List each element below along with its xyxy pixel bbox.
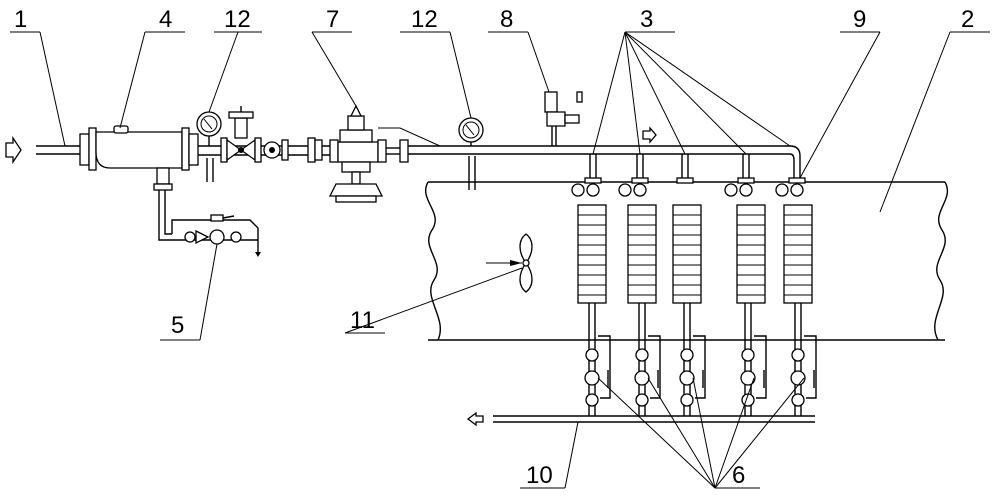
label-7: 7: [326, 6, 339, 33]
label-4: 4: [159, 6, 172, 33]
label-1: 1: [14, 6, 27, 33]
label-5: 5: [171, 312, 184, 339]
pressure-reducing-valve: [330, 106, 408, 202]
label-12-a: 12: [224, 6, 251, 33]
inlet-arrow-icon: [6, 138, 21, 162]
flow-arrow-icon: [643, 128, 656, 142]
label-3: 3: [640, 6, 653, 33]
label-9: 9: [853, 6, 866, 33]
safety-valve: [545, 92, 582, 146]
stop-valve: [221, 106, 261, 162]
outlet-arrow-icon: [468, 413, 483, 425]
condensate-return-pipe: [493, 416, 815, 422]
label-2: 2: [961, 6, 974, 33]
leader-lines: [10, 32, 990, 488]
drain-trap-assembly: [159, 190, 261, 257]
strainer-fitting: [264, 138, 322, 162]
label-8: 8: [500, 6, 513, 33]
branch-5: [776, 178, 816, 416]
branch-3: [673, 154, 705, 416]
label-10: 10: [526, 462, 553, 489]
branch-4: [725, 154, 766, 416]
label-6: 6: [732, 462, 745, 489]
branch-1: [572, 154, 610, 416]
branch-2: [619, 154, 660, 416]
label-11: 11: [350, 307, 375, 334]
pressure-gauge-1: [197, 112, 221, 182]
separator-tank: [80, 126, 198, 190]
label-12-b: 12: [411, 6, 438, 33]
main-pipe-header: [378, 128, 800, 182]
inlet-pipe: [36, 146, 80, 154]
fan-icon: [486, 234, 532, 292]
